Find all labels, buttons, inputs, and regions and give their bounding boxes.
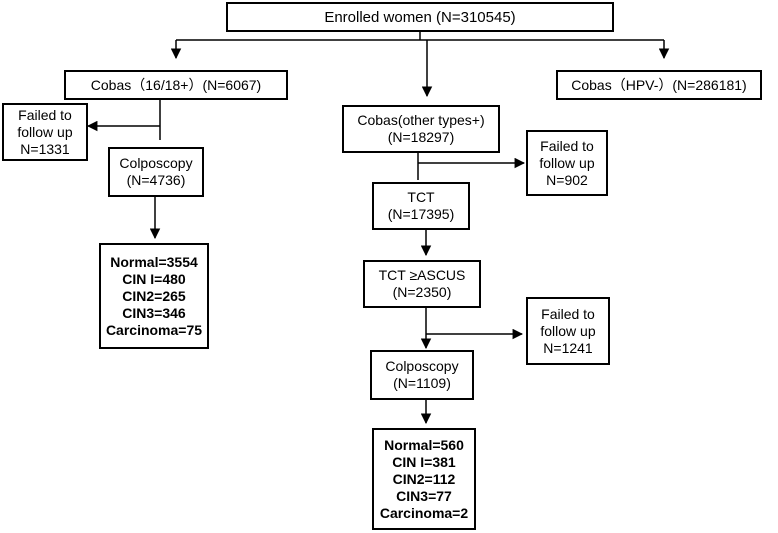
box-text-line: Cobas（16/18+）(N=6067) [90, 76, 262, 93]
box-text-line: (N=18297) [387, 129, 455, 145]
box-text-line: Colposcopy [385, 358, 459, 374]
box-text-line: TCT ≥ASCUS [378, 267, 466, 283]
colposcopy-left-box: Colposcopy(N=4736) [108, 147, 204, 197]
colposcopy-mid-box: Colposcopy(N=1109) [370, 350, 474, 400]
box-text-line: Failed to [18, 106, 72, 123]
box-text-line: N=1241 [543, 339, 593, 356]
box-text-line: CIN3=346 [122, 304, 186, 321]
cobas-other-box: Cobas(other types+)(N=18297) [342, 105, 500, 153]
box-text-line: Normal=3554 [110, 253, 198, 270]
box-text-line: follow up [539, 154, 595, 171]
box-text-line: follow up [17, 123, 73, 140]
enrolled-box: Enrolled women (N=310545) [226, 2, 614, 32]
box-text-line: Cobas（HPV-）(N=286181) [571, 76, 747, 93]
box-text-line: CIN I=480 [122, 270, 186, 287]
box-text-line: Cobas(other types+) [357, 112, 485, 128]
box-text-line: Carcinoma=75 [105, 321, 203, 338]
box-text-line: Failed to [541, 305, 595, 322]
box-text-line: CIN2=112 [392, 470, 456, 487]
box-text-line: (N=1109) [393, 375, 451, 391]
box-text-line: CIN3=77 [396, 487, 452, 504]
box-text-line: N=1331 [20, 140, 70, 157]
box-text-line: Enrolled women (N=310545) [324, 8, 516, 26]
box-text-line: (N=2350) [392, 284, 452, 300]
box-text-line: follow up [540, 322, 596, 339]
tct-ascus-box: TCT ≥ASCUS(N=2350) [363, 260, 481, 308]
cobas-neg-box: Cobas（HPV-）(N=286181) [556, 70, 762, 100]
box-text-line: Failed to [540, 137, 594, 154]
box-text-line: TCT [407, 189, 435, 205]
box-text-line: (N=4736) [126, 172, 186, 188]
box-text-line: (N=17395) [387, 206, 455, 222]
box-text-line: CIN I=381 [392, 453, 456, 470]
box-text-line: Carcinoma=2 [379, 504, 469, 521]
tct-box: TCT(N=17395) [372, 182, 470, 230]
box-text-line: N=902 [546, 171, 588, 188]
box-text-line: Normal=560 [384, 436, 464, 453]
cobas-1618-box: Cobas（16/18+）(N=6067) [64, 70, 288, 100]
box-text-line: Colposcopy [119, 155, 193, 171]
box-text-line: CIN2=265 [122, 287, 186, 304]
